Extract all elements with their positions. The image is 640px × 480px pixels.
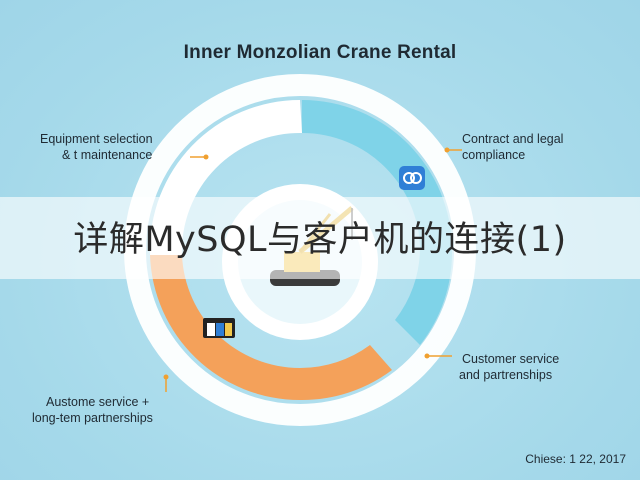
label-line: Customer service: [462, 352, 560, 366]
link-badge-icon: [399, 166, 425, 190]
toolbox-icon: [203, 318, 235, 338]
label-contract-legal: Contract and legal compliance: [462, 131, 563, 163]
diagram-title: Inner Monzolian Crane Rental: [183, 42, 457, 63]
overlay-banner: [0, 197, 640, 279]
banner-headline: 详解MySQL与客户机的连接(1): [73, 220, 567, 260]
label-austome-service: Austome service + long-tem partnerships: [32, 394, 153, 426]
label-line: compliance: [462, 148, 526, 162]
label-line: Austome service +: [46, 395, 150, 409]
footer-date: Chiese: 1 22, 2017: [525, 452, 626, 466]
label-equipment-selection: Equipment selection & t maintenance: [40, 131, 153, 163]
label-line: Equipment selection: [40, 132, 153, 146]
label-line: Contract and legal: [462, 132, 564, 146]
segment-orange: [150, 255, 300, 400]
label-line: & t maintenance: [62, 148, 153, 162]
label-customer-service: Customer service and partrenships: [459, 351, 559, 383]
connector-markers: [163, 147, 462, 392]
label-line: long-tem partnerships: [32, 411, 153, 425]
label-line: and partrenships: [459, 368, 553, 382]
segment-orange-right: [300, 345, 392, 401]
